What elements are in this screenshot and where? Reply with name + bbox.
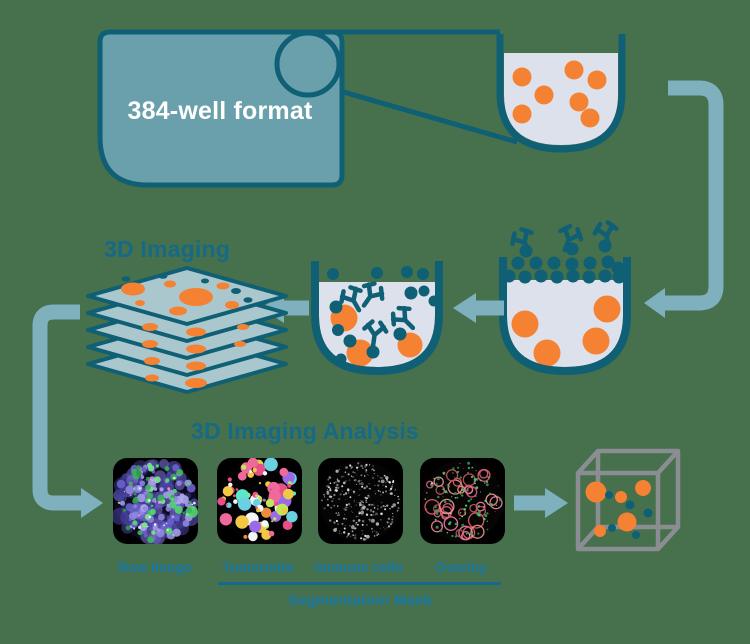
tumoroid-dots — [511, 295, 621, 367]
tumoroids-mask-panel — [217, 458, 302, 544]
raw-image-label: Raw Image — [118, 559, 192, 575]
overlay-mask-panel — [420, 458, 505, 544]
cube-cells — [585, 480, 653, 539]
plate-label: 384-well format — [127, 97, 313, 125]
reconstruction-cube — [575, 448, 681, 552]
segmentation-bracket-line — [218, 582, 501, 585]
tumoroids-label: Tumoroids — [222, 559, 294, 575]
well-add-immune-cells — [499, 221, 631, 376]
analysis-title: 3D Imaging Analysis — [191, 418, 419, 444]
overlay-label: Overlay — [435, 559, 487, 575]
tumoroid-dots — [512, 60, 607, 128]
well-coculture — [311, 261, 443, 376]
raw-image-panel — [113, 458, 198, 544]
magnifier-circle — [274, 30, 342, 98]
segmentation-mask-label: Segmentation Mask — [287, 592, 433, 609]
immune-cells-mask-panel — [318, 458, 403, 544]
arrow-down-right-icon — [32, 304, 103, 518]
arrow-left-icon — [453, 293, 504, 323]
arrow-down-left-icon — [644, 80, 724, 318]
immune-cell-dots — [502, 239, 626, 284]
arrow-right-icon — [514, 488, 568, 518]
well-tumoroids — [496, 34, 626, 153]
imaging-title: 3D Imaging — [104, 236, 230, 262]
tumoroid-immune-clusters — [329, 300, 423, 367]
well-plate — [97, 29, 345, 188]
z-stack — [86, 266, 288, 394]
top-slice-cells — [121, 273, 253, 316]
immune-cells-label: Immune cells — [314, 559, 404, 575]
